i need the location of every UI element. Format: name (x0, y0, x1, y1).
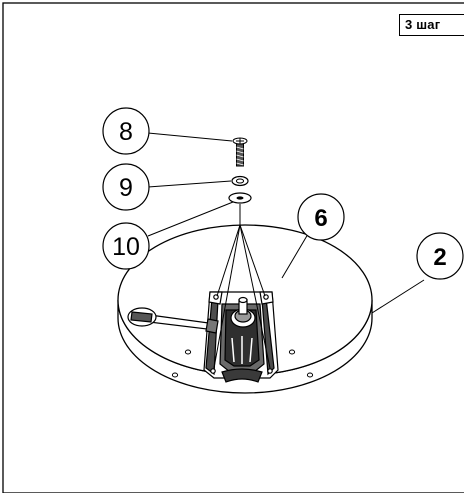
callout-8-label: 8 (119, 118, 133, 146)
callout-10: 10 (102, 222, 150, 270)
step-indicator: 3 шаг (399, 14, 464, 36)
callout-10-label: 10 (112, 233, 140, 261)
step-label: 3 шаг (405, 17, 441, 32)
spring-washer-part-9 (231, 175, 249, 187)
disc-screw-holes (171, 349, 314, 378)
tilt-mechanism (203, 291, 279, 383)
callout-2-label: 2 (433, 244, 446, 271)
callout-9: 9 (102, 163, 150, 211)
flat-washer-part-10 (228, 192, 252, 204)
screw-part-8 (232, 137, 248, 167)
lever-handle (127, 307, 219, 334)
callout-6-label: 6 (314, 205, 327, 232)
callout-6: 6 (297, 193, 345, 241)
leader-lines (147, 132, 425, 314)
callout-2: 2 (416, 232, 464, 280)
assembly-guide-lines (213, 204, 271, 369)
callout-9-label: 9 (119, 174, 133, 202)
callout-8: 8 (102, 107, 150, 155)
